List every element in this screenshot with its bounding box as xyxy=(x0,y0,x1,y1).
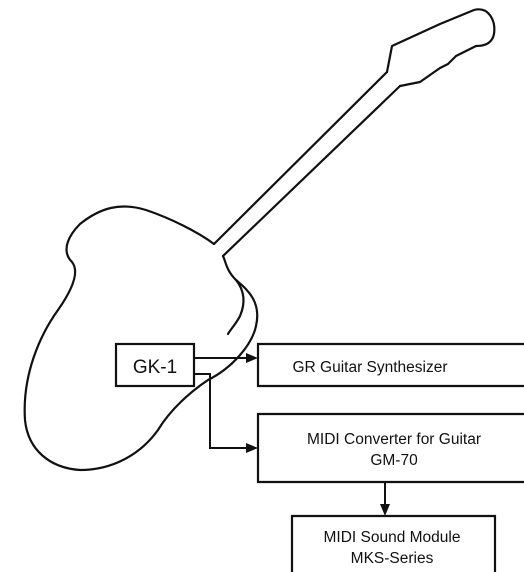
guitar-body-contour xyxy=(226,278,245,336)
arrowhead-gr-synth xyxy=(246,353,258,363)
midi-converter-box: MIDI Converter for Guitar GM-70 xyxy=(256,412,524,484)
guitar-illustration xyxy=(23,8,496,472)
guitar-headstock xyxy=(385,8,496,88)
arrowhead-sound-module xyxy=(380,504,390,516)
guitar-neck-top xyxy=(212,70,389,246)
arrowheads xyxy=(246,353,390,516)
gk1-label: GK-1 xyxy=(133,357,177,378)
guitar-body xyxy=(23,205,259,472)
arrowhead-midi-converter xyxy=(246,443,258,453)
guitar-neck-bottom xyxy=(221,84,402,258)
gr-synth-label: GR Guitar Synthesizer xyxy=(292,359,447,376)
gk1-box: GK-1 xyxy=(114,342,196,388)
sound-module-box: MIDI Sound Module MKS-Series xyxy=(290,514,497,572)
sound-module-line1: MIDI Sound Module xyxy=(324,529,461,546)
connectors xyxy=(194,357,386,506)
sound-module-line2: MKS-Series xyxy=(351,550,434,567)
arrow-gk1-to-midi-converter xyxy=(194,373,248,449)
gr-synth-box: GR Guitar Synthesizer xyxy=(256,342,524,388)
midi-converter-line1: MIDI Converter for Guitar xyxy=(307,431,481,448)
midi-converter-line2: GM-70 xyxy=(370,452,418,469)
